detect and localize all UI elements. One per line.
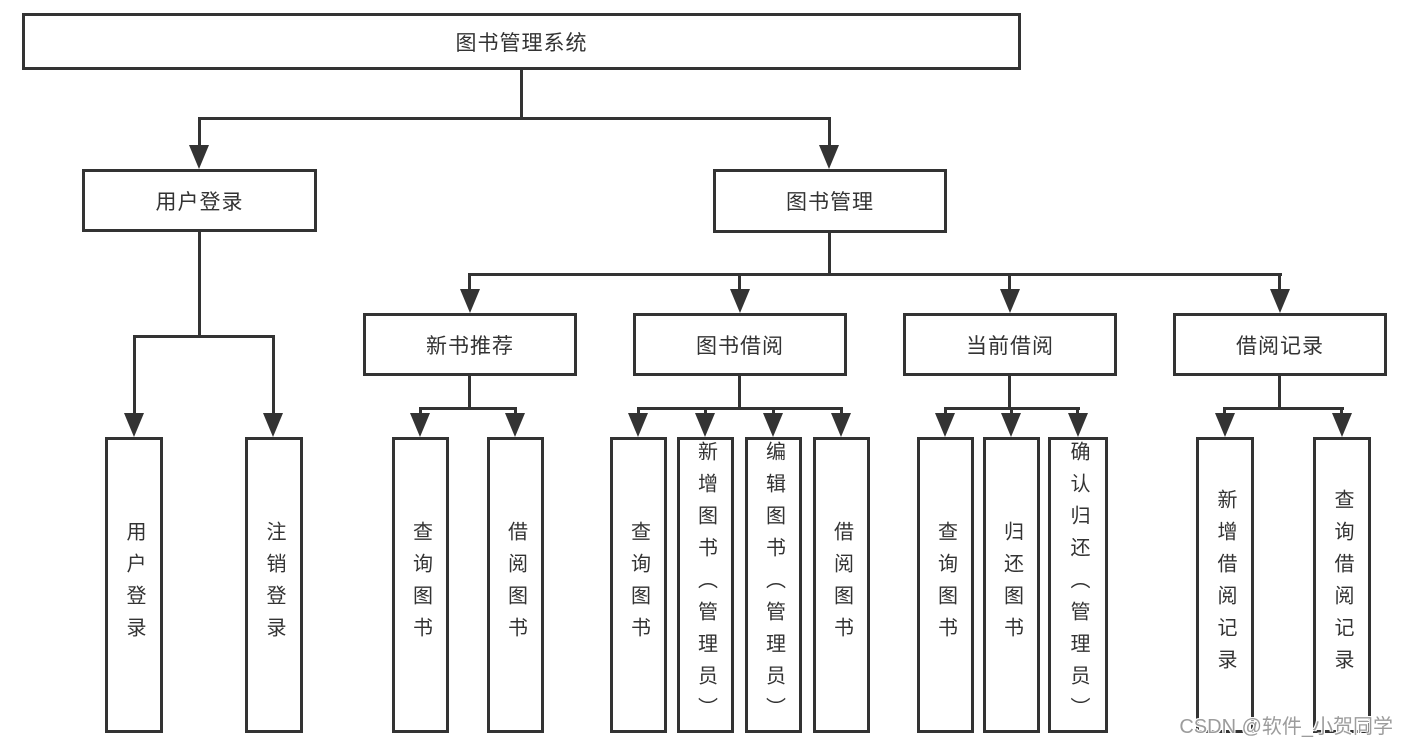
connector-vline (198, 232, 201, 338)
node-label: 新增图书（管理员） (694, 441, 717, 729)
connector-hline (468, 273, 1282, 276)
connector-vline (1340, 407, 1343, 415)
arrow-down-icon (124, 413, 144, 437)
node-label: 查询图书 (934, 521, 957, 649)
node-label: 图书借阅 (696, 334, 784, 358)
arrow-down-icon (189, 145, 209, 169)
connector-vline (738, 376, 741, 410)
leaf-query-books-current: 查询图书 (917, 437, 974, 733)
connector-vline (468, 273, 471, 291)
node-label: 确认归还（管理员） (1067, 441, 1089, 729)
leaf-borrow-books: 借阅图书 (813, 437, 870, 733)
connector-hline (198, 117, 831, 120)
leaf-add-books-admin: 新增图书（管理员） (677, 437, 734, 733)
node-book-borrow: 图书借阅 (633, 313, 847, 376)
connector-vline (1223, 407, 1226, 415)
node-label: 借阅图书 (504, 521, 527, 649)
arrow-down-icon (1000, 289, 1020, 313)
connector-vline (520, 70, 523, 120)
node-label: 图书管理系统 (455, 31, 588, 55)
connector-vline (944, 407, 947, 415)
leaf-logout: 注销登录 (245, 437, 303, 733)
connector-vline (272, 335, 275, 415)
connector-vline (1278, 376, 1281, 410)
arrow-down-icon (695, 413, 715, 437)
leaf-user-login: 用户登录 (105, 437, 163, 733)
node-label: 新增借阅记录 (1214, 489, 1236, 681)
arrow-down-icon (410, 413, 430, 437)
node-label: 编辑图书（管理员） (762, 441, 785, 729)
connector-vline (468, 376, 471, 410)
node-label: 查询图书 (409, 521, 432, 649)
connector-hline (1223, 407, 1344, 410)
connector-vline (704, 407, 707, 415)
node-borrow-records: 借阅记录 (1173, 313, 1387, 376)
node-label: 借阅记录 (1236, 334, 1324, 358)
node-current-borrow: 当前借阅 (903, 313, 1117, 376)
arrow-down-icon (1270, 289, 1290, 313)
leaf-query-borrow-record: 查询借阅记录 (1313, 437, 1371, 733)
node-user-login: 用户登录 (82, 169, 317, 232)
connector-hline (419, 407, 517, 410)
watermark: CSDN @软件_小贺同学 (1179, 716, 1393, 738)
leaf-borrow-books-recommend: 借阅图书 (487, 437, 544, 733)
node-label: 图书管理 (786, 191, 874, 214)
connector-vline (1076, 407, 1079, 415)
connector-vline (198, 117, 201, 147)
arrow-down-icon (460, 289, 480, 313)
connector-vline (828, 117, 831, 147)
leaf-add-borrow-record: 新增借阅记录 (1196, 437, 1254, 733)
connector-vline (1278, 273, 1281, 291)
connector-vline (133, 335, 136, 415)
leaf-query-books-borrow: 查询图书 (610, 437, 667, 733)
connector-hline (133, 335, 275, 338)
node-label: 新书推荐 (426, 334, 514, 358)
arrow-down-icon (1215, 413, 1235, 437)
node-label: 查询借阅记录 (1331, 489, 1353, 681)
node-label: 用户登录 (123, 521, 145, 649)
node-label: 归还图书 (1000, 521, 1023, 649)
arrow-down-icon (1001, 413, 1021, 437)
connector-vline (840, 407, 843, 415)
leaf-return-books: 归还图书 (983, 437, 1040, 733)
arrow-down-icon (831, 413, 851, 437)
arrow-down-icon (730, 289, 750, 313)
node-new-book-recommend: 新书推荐 (363, 313, 577, 376)
leaf-edit-books-admin: 编辑图书（管理员） (745, 437, 802, 733)
connector-vline (1008, 376, 1011, 410)
arrow-down-icon (263, 413, 283, 437)
arrow-down-icon (1332, 413, 1352, 437)
node-label: 借阅图书 (830, 521, 853, 649)
connector-vline (738, 273, 741, 291)
leaf-confirm-return-admin: 确认归还（管理员） (1048, 437, 1108, 733)
connector-vline (514, 407, 517, 415)
arrow-down-icon (763, 413, 783, 437)
node-book-management: 图书管理 (713, 169, 947, 233)
node-label: 用户登录 (155, 190, 244, 214)
leaf-query-books-recommend: 查询图书 (392, 437, 449, 733)
node-library-system: 图书管理系统 (22, 13, 1021, 70)
connector-vline (419, 407, 422, 415)
arrow-down-icon (505, 413, 525, 437)
connector-hline (637, 407, 843, 410)
node-label: 注销登录 (263, 521, 285, 649)
node-label: 当前借阅 (966, 334, 1054, 358)
arrow-down-icon (1068, 413, 1088, 437)
connector-vline (772, 407, 775, 415)
connector-vline (1008, 273, 1011, 291)
arrow-down-icon (935, 413, 955, 437)
arrow-down-icon (819, 145, 839, 169)
connector-vline (828, 233, 831, 276)
connector-vline (1010, 407, 1013, 415)
node-label: 查询图书 (627, 521, 650, 649)
arrow-down-icon (628, 413, 648, 437)
connector-vline (637, 407, 640, 415)
